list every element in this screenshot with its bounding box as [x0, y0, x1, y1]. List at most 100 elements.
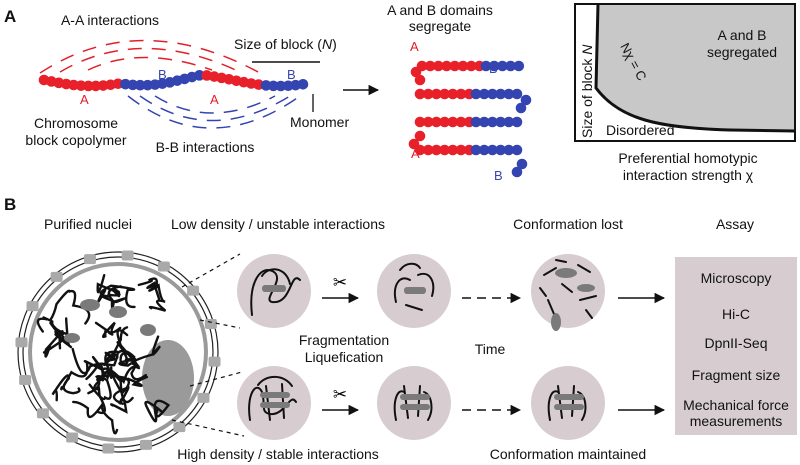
bb-interactions-label: B-B interactions	[156, 139, 255, 155]
segregated-chain: A and B domains segregate A B A B	[387, 2, 532, 183]
phase-xlabel-2: interaction strength χ	[623, 167, 754, 183]
zigzag-bead	[503, 144, 515, 156]
segregate-title-2: segregate	[409, 18, 471, 34]
chromatin-fiber	[118, 357, 147, 381]
monomer-bead	[194, 70, 205, 81]
zigzag-bead	[478, 88, 490, 100]
chromatin-fiber	[104, 350, 119, 367]
nuclear-pore	[19, 374, 32, 385]
nuclear-pore	[15, 337, 28, 348]
assay-fragment-size: Fragment size	[692, 367, 781, 383]
zigzag-bead	[431, 144, 442, 156]
zigzag-bead	[447, 116, 459, 128]
phase-frame	[574, 3, 796, 142]
chromatin-fiber	[144, 399, 171, 423]
zigzag-bead	[487, 116, 498, 128]
zigzag-bead	[422, 116, 434, 128]
zigzag-bead	[441, 60, 452, 72]
zigzag-bead	[447, 144, 459, 156]
nuclear-pore	[26, 301, 39, 312]
zigzag-bead	[505, 60, 516, 72]
chromatin-fiber	[137, 277, 161, 300]
zigzag-bead	[516, 158, 528, 170]
assay-mechanical-force: Mechanical force	[683, 397, 789, 413]
zigzag-bead	[449, 60, 461, 72]
high-density-cut-circle	[377, 366, 451, 440]
zigzag-bead	[487, 144, 498, 156]
chromatin-fiber	[110, 385, 130, 414]
segregated-label-1: A and B	[717, 27, 766, 43]
chromatin-fiber	[116, 335, 161, 367]
chromosome-label-1: Chromosome	[34, 115, 118, 131]
assay-microscopy: Microscopy	[701, 270, 772, 286]
zigzag-bead	[431, 116, 442, 128]
chromatin-fiber	[51, 374, 81, 402]
phase-boundary	[594, 3, 796, 133]
nuclear-pore	[102, 443, 115, 454]
purified-nuclei-label: Purified nuclei	[44, 216, 132, 232]
zigzag-bead	[424, 60, 436, 72]
copolymer-chain	[38, 70, 309, 92]
process-arrows	[322, 292, 666, 416]
nucleolus	[142, 340, 194, 416]
zigzag-bead	[414, 74, 426, 86]
fragmentation-label: Fragmentation	[299, 332, 389, 348]
block-size-label: Size of block (N)	[234, 36, 337, 52]
nuclear-pore	[173, 422, 186, 433]
aa-interaction-arcs	[39, 39, 261, 74]
nuclear-pore	[121, 250, 134, 261]
zoom-lines	[171, 253, 245, 437]
zigzag-bead	[457, 60, 469, 72]
zigzag-bead	[495, 144, 506, 156]
zigzag-bead	[470, 144, 482, 156]
zigzag-bead	[478, 144, 490, 156]
zigzag-bead	[431, 88, 442, 100]
chain-label-b2: B	[287, 67, 296, 82]
zigzag-bead	[410, 66, 422, 78]
scissors-icon-bottom: ✂	[333, 385, 347, 404]
zigzag-bead	[511, 166, 523, 178]
chain-label-a2: A	[210, 92, 219, 107]
assay-measurements: measurements	[690, 413, 783, 429]
chain-label-a1: A	[80, 92, 89, 107]
time-label: Time	[475, 341, 506, 357]
panel-b-label: B	[4, 195, 16, 214]
zigzag-bead	[511, 116, 523, 128]
zigzag-bead	[470, 88, 482, 100]
zigzag-bead	[513, 60, 525, 72]
zigzag-bead	[439, 88, 450, 100]
nuclear-pore	[197, 392, 210, 403]
phase-diagram: Size of block N Nχ = C A and B segregate…	[574, 3, 796, 183]
assay-box: Microscopy Hi-C DpnII-Seq Fragment size …	[675, 257, 797, 435]
nuclear-pore	[187, 285, 200, 296]
zigzag-bead	[503, 116, 515, 128]
chromatin-fiber	[148, 283, 167, 312]
chromatin-fiber	[72, 400, 119, 435]
liquefication-label: Liquefication	[305, 349, 384, 365]
zigzag-bead	[478, 116, 490, 128]
conformation-lost-label: Conformation lost	[513, 216, 623, 232]
chromatin-fiber	[94, 321, 122, 339]
block-copolymer-diagram: A-A interactions B-B interactions Size o…	[25, 12, 380, 155]
chromatin-fiber	[71, 347, 110, 381]
nuclear-pores	[15, 250, 221, 454]
nuclear-pore	[84, 254, 97, 265]
zigzag-bead	[495, 88, 506, 100]
zigzag-bead	[465, 60, 477, 72]
zigzag-bead	[520, 94, 532, 106]
zigzag-bead	[487, 88, 498, 100]
zigzag-bead	[511, 144, 523, 156]
zigzag-bead	[495, 116, 506, 128]
aa-interactions-label: A-A interactions	[61, 12, 159, 28]
zigzag-bead	[447, 88, 459, 100]
assay-dpnii-seq: DpnII-Seq	[704, 335, 767, 351]
disordered-label: Disordered	[606, 122, 674, 138]
zigzag-bead	[414, 116, 426, 128]
nucleus	[15, 250, 221, 454]
zigzag-label-a2: A	[411, 146, 420, 161]
nuclear-pore	[36, 408, 49, 419]
zigzag-chain	[408, 60, 532, 178]
zigzag-label-b1: B	[489, 61, 498, 76]
zigzag-bead	[439, 116, 450, 128]
zigzag-bead	[455, 88, 467, 100]
